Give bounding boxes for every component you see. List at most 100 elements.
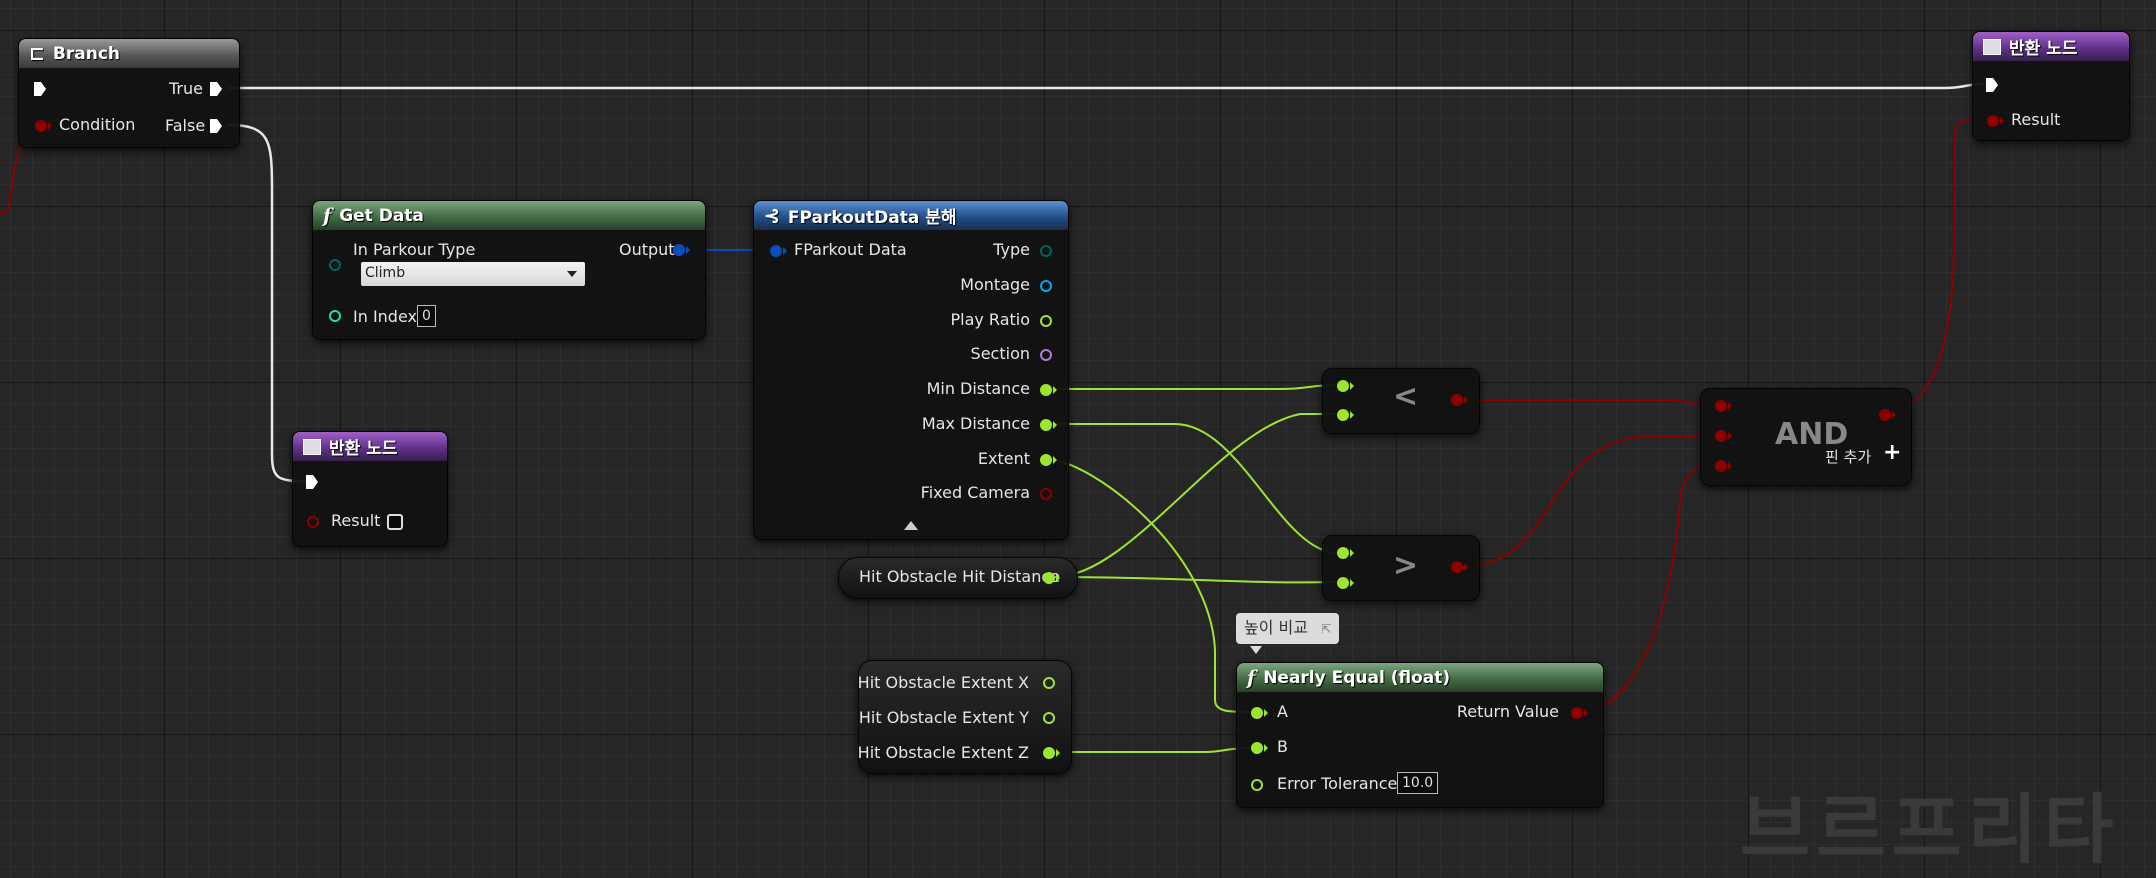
- less-a-pin[interactable]: [1337, 380, 1354, 392]
- branch-false-pin[interactable]: [209, 118, 223, 134]
- in-index-pin[interactable]: [329, 310, 341, 322]
- output-type-pin[interactable]: [1040, 245, 1052, 257]
- wire-min-distance: [1046, 384, 1337, 390]
- output-max-distance-pin[interactable]: [1040, 419, 1057, 431]
- return-mid-exec-pin[interactable]: [305, 474, 319, 490]
- extent-z-pin[interactable]: [1043, 747, 1060, 759]
- collapse-arrow-icon[interactable]: [904, 521, 918, 530]
- output-section-label: Section: [970, 344, 1030, 363]
- return-top-exec-pin[interactable]: [1985, 77, 1999, 93]
- return-node-top-title: 반환 노드: [2009, 39, 2078, 59]
- return-mid-result-label: Result: [331, 511, 381, 530]
- and-in-3-pin[interactable]: [1715, 460, 1732, 472]
- output-type-label: Type: [993, 240, 1030, 259]
- output-min-distance-pin[interactable]: [1040, 384, 1057, 396]
- less-result-pin[interactable]: [1451, 394, 1468, 406]
- hit-distance-pin[interactable]: [1043, 572, 1060, 584]
- comment-text: 높이 비교: [1244, 618, 1308, 637]
- error-tolerance-pin[interactable]: [1251, 779, 1263, 791]
- output-fixed-camera-label: Fixed Camera: [920, 483, 1030, 502]
- extent-x-pin[interactable]: [1043, 677, 1055, 689]
- branch-exec-in-pin[interactable]: [33, 81, 47, 97]
- output-extent-label: Extent: [977, 449, 1030, 468]
- parkour-type-value: Climb: [365, 265, 406, 281]
- get-data-header[interactable]: f Get Data: [313, 201, 705, 230]
- and-node[interactable]: AND 핀 추가 +: [1700, 388, 1912, 486]
- nearly-equal-title: Nearly Equal (float): [1263, 667, 1451, 688]
- extent-x-label: Hit Obstacle Extent X: [857, 673, 1029, 692]
- branch-node[interactable]: ⊏ Branch True Condition False: [18, 38, 240, 148]
- parkour-type-dropdown[interactable]: Climb: [361, 262, 585, 286]
- output-montage-pin[interactable]: [1040, 280, 1052, 292]
- greater-b-pin[interactable]: [1337, 577, 1354, 589]
- get-data-output-label: Output: [619, 240, 675, 259]
- nearly-equal-return-pin[interactable]: [1571, 707, 1588, 719]
- get-data-node[interactable]: f Get Data In Parkour Type Climb Output …: [312, 200, 706, 340]
- add-pin-plus-icon[interactable]: +: [1883, 440, 1902, 465]
- in-parkour-type-pin[interactable]: [329, 259, 341, 271]
- extent-z-label: Hit Obstacle Extent Z: [857, 743, 1029, 762]
- pin-comment-icon[interactable]: ⇱: [1321, 622, 1332, 636]
- break-struct-header[interactable]: ⊰ FParkoutData 분해: [754, 201, 1068, 230]
- exec-wire-false: [227, 123, 307, 483]
- chevron-down-icon: [567, 271, 577, 277]
- break-struct-node[interactable]: ⊰ FParkoutData 분해 FParkout Data Type Mon…: [753, 200, 1069, 540]
- extent-break-node[interactable]: Hit Obstacle Extent X Hit Obstacle Exten…: [858, 660, 1072, 774]
- wire-and-result: [1887, 118, 1986, 416]
- nearly-equal-a-label: A: [1277, 702, 1288, 721]
- return-mid-result-pin[interactable]: [307, 516, 319, 528]
- greater-symbol: >: [1393, 548, 1419, 583]
- nearly-equal-header[interactable]: f Nearly Equal (float): [1237, 663, 1603, 692]
- nearly-equal-a-pin[interactable]: [1251, 707, 1268, 719]
- greater-a-pin[interactable]: [1337, 547, 1354, 559]
- nearly-equal-b-pin[interactable]: [1251, 742, 1268, 754]
- branch-condition-pin[interactable]: [35, 120, 52, 132]
- output-section-pin[interactable]: [1040, 349, 1052, 361]
- output-fixed-camera-pin[interactable]: [1040, 488, 1052, 500]
- function-icon: f: [323, 204, 332, 227]
- wire-extent-z: [1050, 747, 1251, 753]
- return-node-top-header[interactable]: 반환 노드: [1973, 32, 2129, 61]
- fparkout-data-label: FParkout Data: [794, 240, 907, 259]
- in-index-input[interactable]: 0: [417, 305, 436, 327]
- return-top-result-label: Result: [2011, 110, 2061, 129]
- result-checkbox[interactable]: [387, 514, 403, 530]
- extent-y-pin[interactable]: [1043, 712, 1055, 724]
- nearly-equal-b-label: B: [1277, 737, 1288, 756]
- output-play-ratio-pin[interactable]: [1040, 315, 1052, 327]
- and-title: AND: [1775, 417, 1849, 452]
- and-result-pin[interactable]: [1879, 409, 1896, 421]
- branch-header[interactable]: ⊏ Branch: [19, 39, 239, 68]
- fparkout-data-pin[interactable]: [770, 245, 787, 257]
- greater-result-pin[interactable]: [1451, 561, 1468, 573]
- output-min-distance-label: Min Distance: [926, 379, 1030, 398]
- wire-hit-distance-gt: [1054, 576, 1337, 584]
- error-tolerance-input[interactable]: 10.0: [1397, 772, 1439, 794]
- nearly-equal-node[interactable]: f Nearly Equal (float) A B Error Toleran…: [1236, 662, 1604, 808]
- return-icon: [1983, 38, 2001, 55]
- branch-icon: ⊏: [29, 42, 45, 65]
- and-in-2-pin[interactable]: [1715, 430, 1732, 442]
- less-b-pin[interactable]: [1337, 409, 1354, 421]
- return-icon: [303, 438, 321, 455]
- and-in-1-pin[interactable]: [1715, 400, 1732, 412]
- output-extent-pin[interactable]: [1040, 454, 1057, 466]
- wire-max-distance: [1046, 423, 1337, 554]
- return-node-mid[interactable]: 반환 노드 Result: [292, 431, 448, 547]
- add-pin-label[interactable]: 핀 추가: [1825, 448, 1872, 466]
- return-node-top[interactable]: 반환 노드 Result: [1972, 31, 2130, 141]
- comment-bubble[interactable]: 높이 비교 ⇱: [1236, 613, 1340, 644]
- wire-greater-result: [1463, 435, 1718, 567]
- branch-title: Branch: [52, 43, 121, 64]
- less-than-node[interactable]: <: [1322, 368, 1480, 434]
- in-parkour-type-label: In Parkour Type: [353, 240, 476, 259]
- return-top-result-pin[interactable]: [1987, 115, 2004, 127]
- hit-distance-variable[interactable]: Hit Obstacle Hit Distance: [838, 557, 1078, 599]
- return-node-mid-header[interactable]: 반환 노드: [293, 432, 447, 461]
- branch-true-pin[interactable]: [209, 81, 223, 97]
- in-index-label: In Index: [353, 307, 417, 326]
- wire-extent: [1045, 458, 1251, 713]
- wire-nearly-result: [1584, 465, 1719, 713]
- get-data-output-pin[interactable]: [673, 244, 690, 256]
- greater-than-node[interactable]: >: [1322, 535, 1480, 601]
